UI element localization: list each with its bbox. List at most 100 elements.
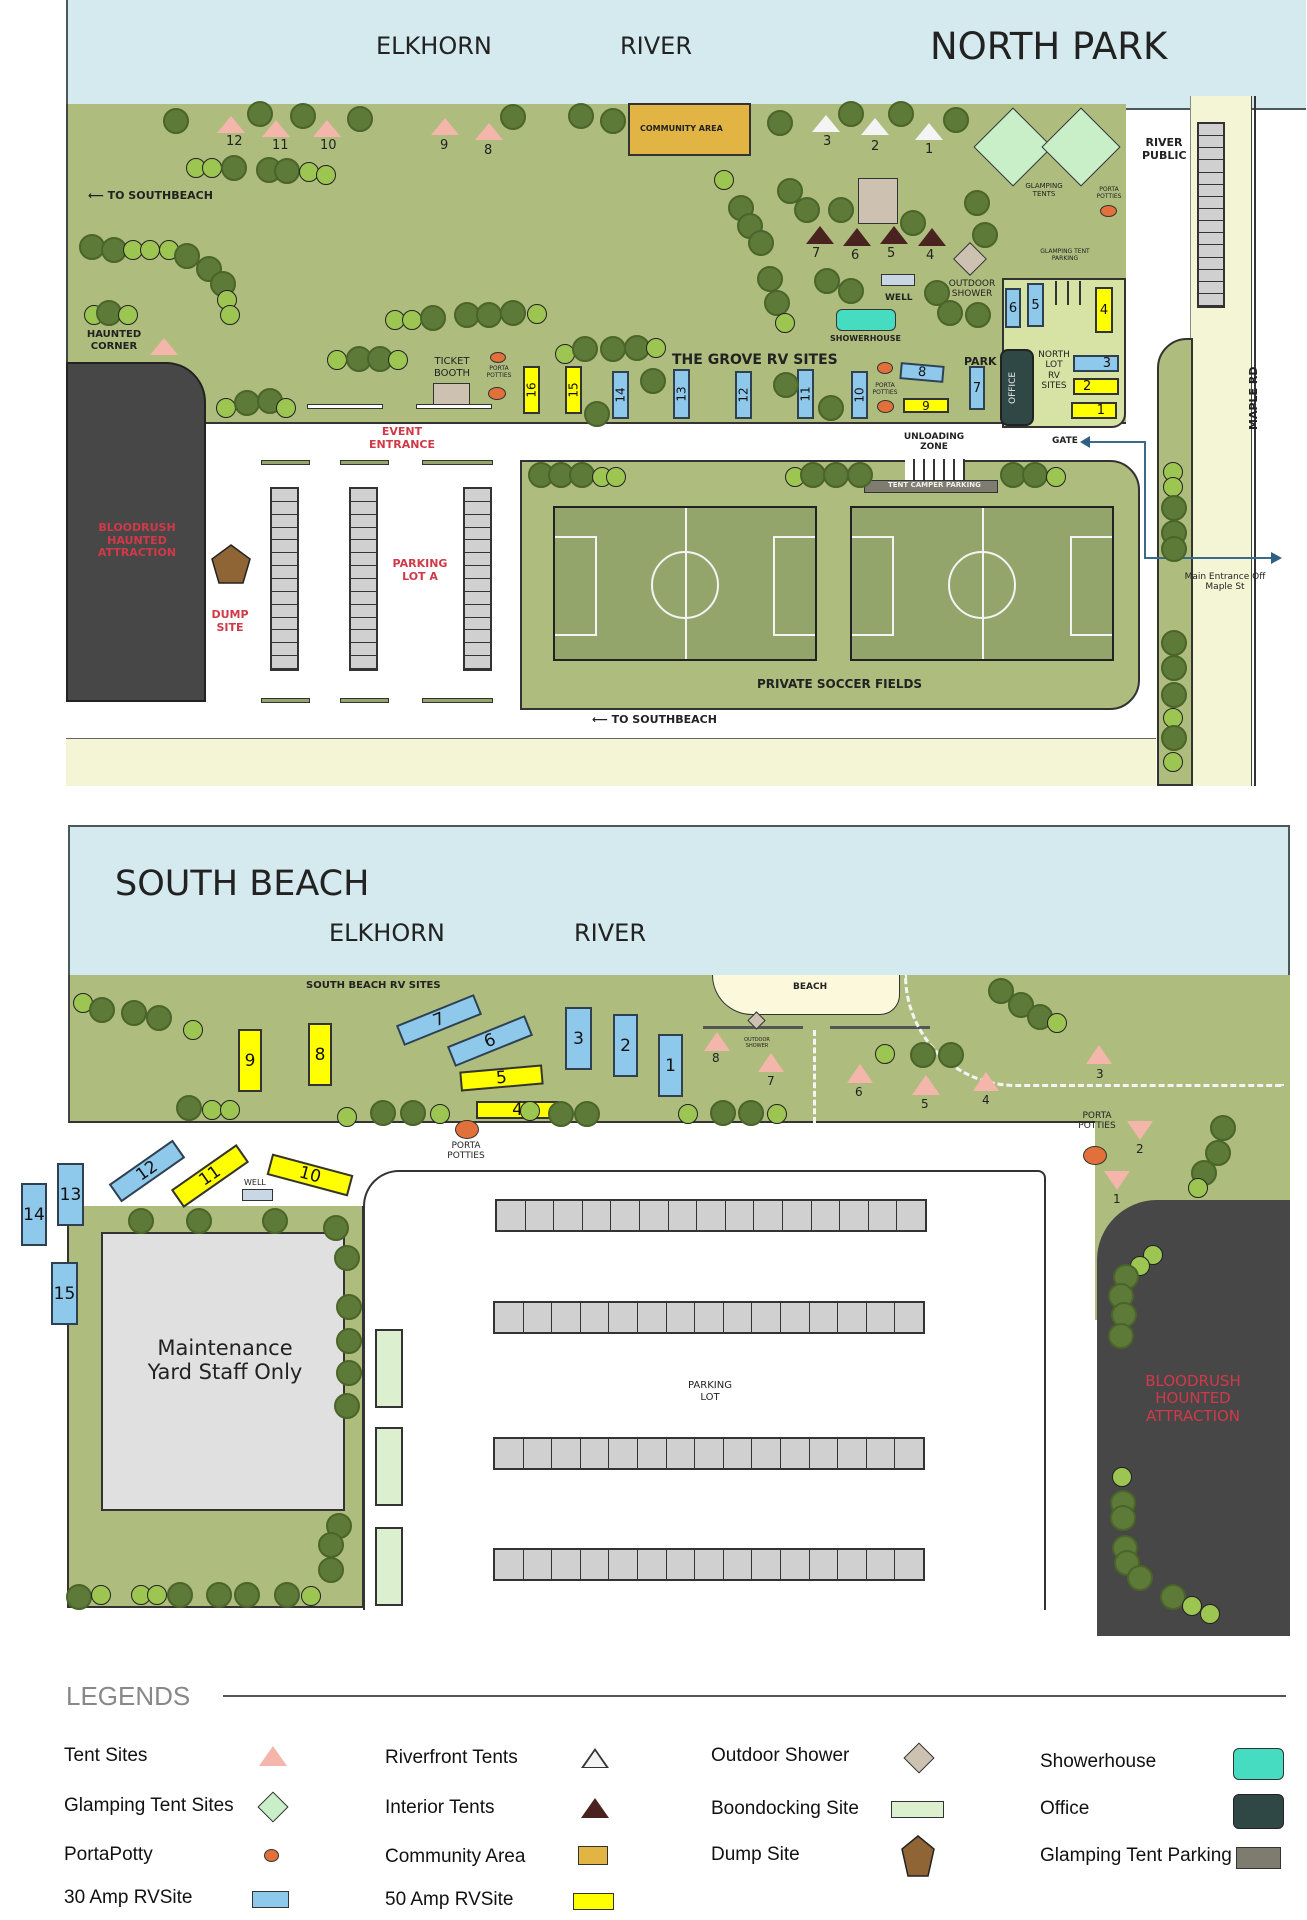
rv-num: 10 [296, 1162, 324, 1188]
ticket-booth [433, 383, 470, 405]
porta-potty-booth [490, 352, 506, 363]
north-lot-rv-3[interactable]: 3 [1073, 355, 1119, 372]
sb-rv-9[interactable]: 9 [238, 1029, 262, 1092]
rv-num: 4 [1099, 302, 1109, 318]
legend-riverfront-tents: Riverfront Tents [385, 1747, 518, 1768]
interior-tent-icon[interactable] [918, 228, 946, 246]
beach-fence-2 [830, 1026, 930, 1029]
beach-label: BEACH [793, 982, 828, 992]
sb-rv-8[interactable]: 8 [308, 1023, 332, 1086]
median-1 [261, 460, 310, 465]
tent-site-icon[interactable] [847, 1064, 873, 1083]
sb-rv-3[interactable]: 3 [565, 1007, 592, 1070]
tent-site-inverted-icon[interactable] [1104, 1171, 1130, 1190]
sb-rv-10[interactable]: 10 [266, 1153, 354, 1197]
sb-rv-14[interactable]: 14 [21, 1183, 47, 1246]
main-entrance-arrow-icon[interactable] [1271, 552, 1282, 564]
north-lot-rv-2[interactable]: 2 [1073, 378, 1119, 395]
maple-rd-label: MAPLE RD [1247, 366, 1260, 430]
north-lot-rv-5[interactable]: 5 [1027, 283, 1044, 327]
rv-num: 8 [917, 364, 927, 381]
grove-rv-7[interactable]: 7 [969, 366, 985, 410]
grove-rv-10[interactable]: 10 [851, 371, 868, 419]
interior-tent-7-label: 7 [812, 246, 821, 261]
legend-glamping-tent-parking: Glamping Tent Parking [1040, 1845, 1232, 1866]
river-label-elkhorn: ELKHORN [376, 32, 492, 60]
porta-potty-grove [877, 362, 893, 374]
grove-rv-14[interactable]: 14 [612, 371, 629, 419]
grove-rv-12[interactable]: 12 [735, 371, 752, 419]
legend-showerhouse: Showerhouse [1040, 1751, 1157, 1772]
gate-arrow-icon [1080, 436, 1090, 448]
median-4 [261, 698, 310, 703]
riverfront-tent-icon[interactable] [861, 118, 889, 135]
tent-site-inverted-icon[interactable] [1127, 1121, 1153, 1140]
sb-rv-1[interactable]: 1 [658, 1034, 683, 1097]
tent-site-icon[interactable] [313, 120, 341, 137]
dark-teal-rounded-rect-icon [1233, 1794, 1284, 1829]
bloodrush-label-south: BLOODRUSH HOUNTED ATTRACTION [1145, 1372, 1241, 1425]
to-southbeach-top-label: ⟵ TO SOUTHBEACH [88, 189, 213, 202]
grove-rv-9[interactable]: 9 [903, 398, 949, 413]
rv-num: 13 [59, 1184, 82, 1205]
porta-potties-grove-label: PORTA POTTIES [872, 382, 898, 396]
office[interactable] [1000, 349, 1034, 426]
elkhorn-river-south [68, 825, 1290, 985]
rv-num: 9 [244, 1050, 256, 1071]
north-park-title: NORTH PARK [930, 25, 1168, 68]
sb-tent-4-label: 4 [982, 1093, 990, 1107]
boondocking-site-1[interactable] [375, 1329, 403, 1408]
orange-oval-icon [264, 1849, 279, 1862]
interior-tent-icon[interactable] [880, 226, 908, 244]
dump-site-label: DUMP SITE [211, 608, 249, 634]
rv-num: 7 [972, 380, 982, 396]
community-area[interactable] [628, 103, 751, 156]
grove-rv-16[interactable]: 16 [523, 366, 540, 414]
parking-lot-south [363, 1170, 1046, 1610]
porta-potty-south-left [455, 1120, 479, 1139]
grove-rv-15[interactable]: 15 [565, 366, 582, 414]
grove-rv-sites-label: THE GROVE RV SITES [672, 352, 838, 368]
median-2 [340, 460, 389, 465]
sb-rv-15[interactable]: 15 [51, 1262, 78, 1325]
sb-rv-2[interactable]: 2 [613, 1014, 638, 1077]
tent-site-icon[interactable] [262, 120, 290, 137]
riverfront-tent-icon[interactable] [812, 115, 840, 132]
tent-site-icon[interactable] [704, 1032, 730, 1051]
tent-site-icon[interactable] [758, 1053, 784, 1072]
grove-rv-11[interactable]: 11 [797, 369, 814, 419]
boondocking-site-2[interactable] [375, 1427, 403, 1506]
sb-tent-2-label: 2 [1136, 1142, 1144, 1156]
main-entrance-label: Main Entrance Off Maple St [1184, 572, 1266, 593]
park-label: PARK [964, 355, 997, 368]
private-soccer-fields-label: PRIVATE SOCCER FIELDS [757, 677, 923, 691]
north-lot-rv-4[interactable]: 4 [1095, 287, 1113, 333]
tent-site-icon[interactable] [912, 1075, 940, 1095]
showerhouse-label: SHOWERHOUSE [830, 334, 901, 343]
south-beach-rv-sites-label: SOUTH BEACH RV SITES [306, 980, 441, 991]
north-lot-rv-6[interactable]: 6 [1005, 288, 1021, 328]
rv-num: 5 [495, 1067, 508, 1089]
beach-fence-1 [703, 1026, 803, 1029]
north-lot-rv-1[interactable]: 1 [1071, 402, 1117, 419]
tent-site-icon[interactable] [431, 118, 459, 135]
glamping-tent-parking [1045, 281, 1083, 305]
boondocking-site-3[interactable] [375, 1527, 403, 1606]
sb-rv-13[interactable]: 13 [57, 1163, 84, 1226]
rv-num: 2 [1083, 379, 1092, 394]
tent-site-icon[interactable] [217, 116, 245, 133]
river-label-river-south: RIVER [574, 919, 647, 947]
sb-rv-4[interactable]: 4 [476, 1100, 559, 1120]
interior-tent-icon[interactable] [806, 226, 834, 244]
riverfront-tent-icon[interactable] [915, 123, 943, 140]
riverfront-tent-1-label: 1 [925, 142, 934, 157]
interior-tent-icon[interactable] [843, 228, 871, 246]
grove-rv-13[interactable]: 13 [673, 369, 690, 419]
tent-site-icon[interactable] [973, 1072, 999, 1091]
tent-site-icon[interactable] [475, 123, 503, 140]
sb-tent-6-label: 6 [855, 1085, 863, 1099]
gate-label: GATE [1052, 436, 1078, 446]
event-entrance-label: EVENT ENTRANCE [369, 425, 435, 451]
showerhouse[interactable] [836, 309, 896, 331]
tent-site-icon[interactable] [1086, 1045, 1112, 1064]
